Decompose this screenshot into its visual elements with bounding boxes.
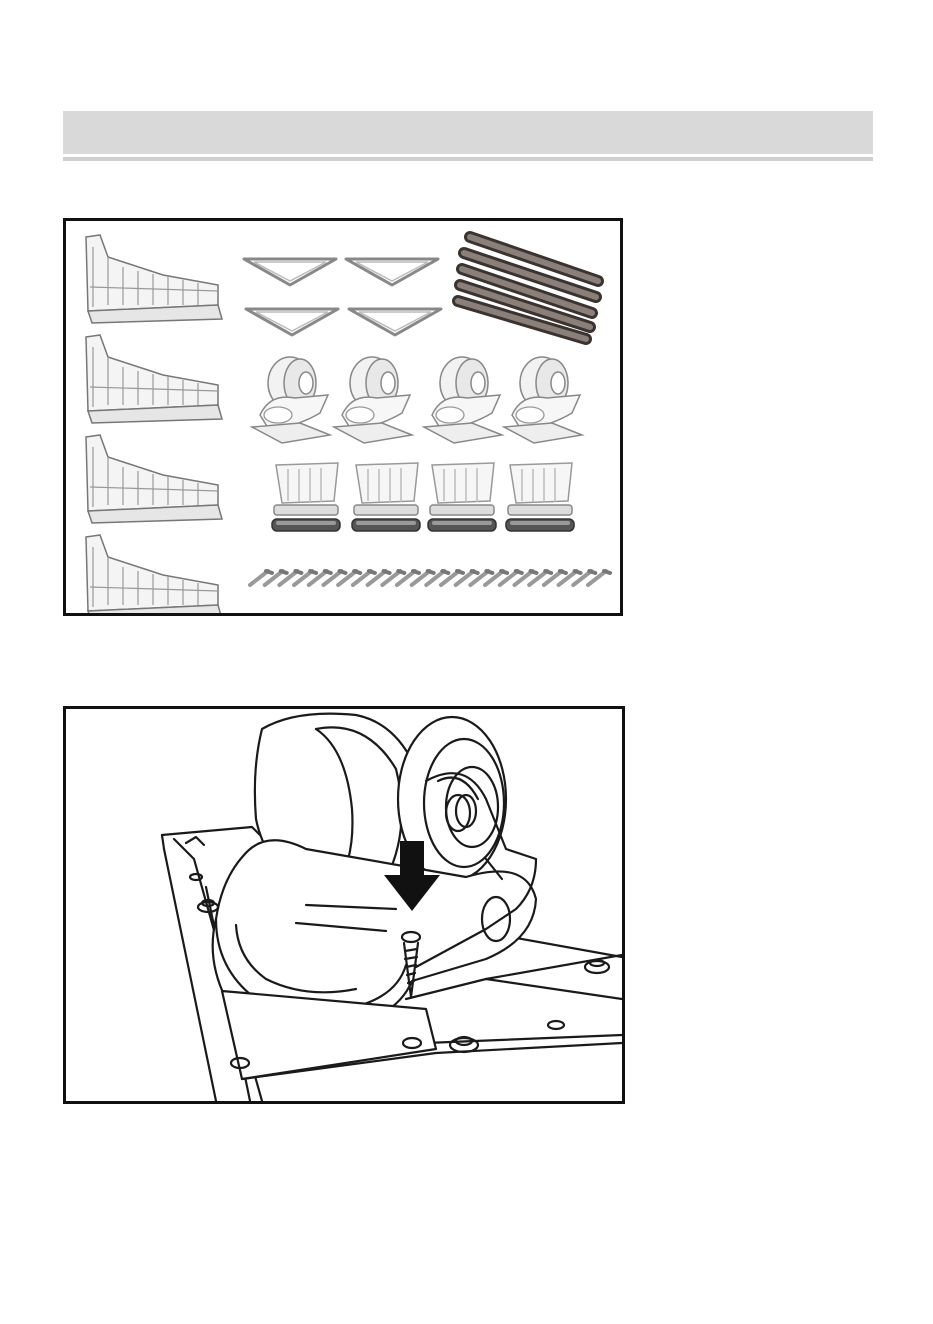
adjustable-foot-icon [428,463,496,531]
triangle-plate-icon [246,309,338,335]
leveling-foot-brackets [86,235,222,613]
header-band [63,111,873,154]
leveling-foot-bracket-icon [86,235,222,323]
triangle-plates [244,259,441,335]
triangle-plate-icon [349,309,441,335]
parts-overview-figure [63,218,623,616]
caster-wheel-icon [504,357,582,443]
caster-install-figure [63,706,625,1104]
caster-install-illustration [66,709,622,1101]
leveling-foot-bracket-icon [86,335,222,423]
caster-wheel-icon [252,357,330,443]
adjustable-foot-icon [506,463,574,531]
screws [250,571,610,585]
triangle-plate-icon [346,259,438,285]
triangle-plate-icon [244,259,336,285]
caster-wheel-icon [213,714,536,1079]
header-rule [63,157,873,161]
adjustable-foot-icon [352,463,420,531]
adjustable-feet [272,463,574,531]
caster-wheel-icon [424,357,502,443]
caster-wheels [252,357,582,443]
leveling-foot-bracket-icon [86,435,222,523]
parts-overview-illustration [66,221,620,613]
caster-wheel-icon [334,357,412,443]
support-tubes [458,237,598,339]
leveling-foot-bracket-icon [86,535,222,613]
adjustable-foot-icon [272,463,340,531]
